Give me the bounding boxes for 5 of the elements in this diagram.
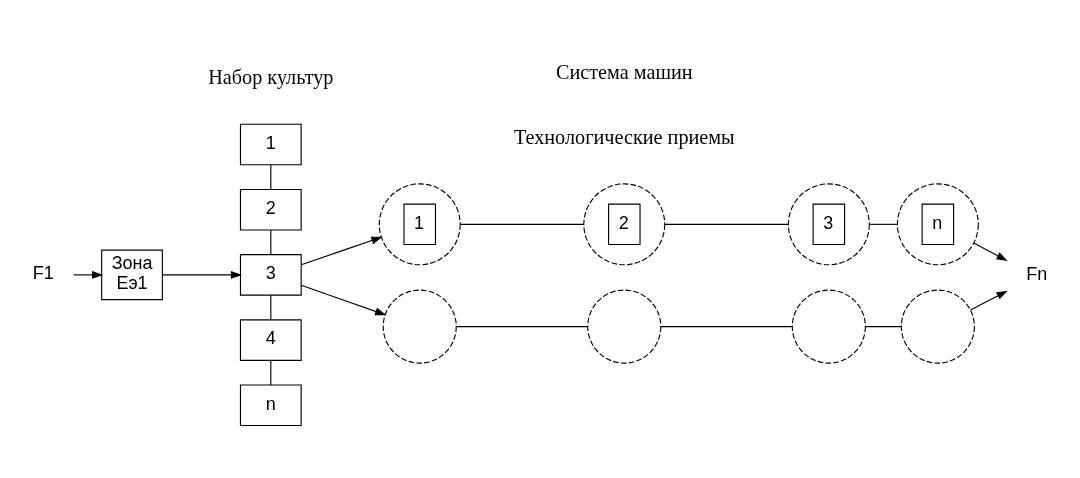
node-text: F1 (32, 262, 54, 283)
label: Набор культур (208, 65, 334, 88)
label: Система машин (555, 60, 693, 83)
label: Технологические приемы (513, 125, 735, 148)
node-text: Fn (1026, 263, 1048, 284)
